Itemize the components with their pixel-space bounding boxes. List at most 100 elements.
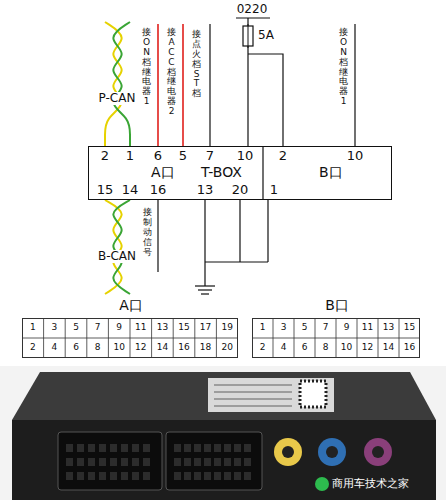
label-print xyxy=(214,398,292,400)
housing-front xyxy=(12,420,436,500)
label-print xyxy=(214,384,292,386)
pin-cavity xyxy=(204,444,211,452)
pin-cavity xyxy=(143,458,150,466)
supply-bar xyxy=(236,17,270,18)
table-cell: 20 xyxy=(221,343,232,353)
table-cell: 13 xyxy=(157,323,168,333)
pin-cavity xyxy=(174,444,181,452)
pin-cavity xyxy=(194,458,201,466)
wechat-icon xyxy=(315,477,329,491)
port-label: B口 xyxy=(319,164,343,182)
pin-cavity xyxy=(77,472,84,480)
pin-cavity xyxy=(110,458,117,466)
table-cell: 1 xyxy=(30,323,36,333)
on-wire xyxy=(354,24,355,146)
pin-cavity xyxy=(143,472,150,480)
bus-name: P-CAN xyxy=(97,92,138,105)
table-cell: 6 xyxy=(302,343,308,353)
connector-housing xyxy=(166,432,262,490)
qr-code xyxy=(300,381,326,407)
pin-cavity xyxy=(121,472,128,480)
pin-cavity xyxy=(224,472,231,480)
pin-cavity xyxy=(204,458,211,466)
fakra-connector xyxy=(274,438,302,466)
table-cell: 19 xyxy=(221,323,232,333)
pin-cavity xyxy=(88,472,95,480)
pin-number: 2 xyxy=(279,149,287,163)
housing-top xyxy=(12,372,436,420)
table-heading: A口 xyxy=(119,297,143,315)
ground-wire xyxy=(204,200,205,286)
fuse-element xyxy=(248,24,249,48)
pin-cavity xyxy=(184,444,191,452)
table-cell: 16 xyxy=(178,343,189,353)
pin-number: 10 xyxy=(237,149,254,163)
pin-number: 5 xyxy=(179,149,187,163)
table-cell: 17 xyxy=(200,323,211,333)
pin-number: 10 xyxy=(347,149,364,163)
ground-bus xyxy=(205,261,268,262)
photo-ground xyxy=(0,366,446,500)
pin-cavity xyxy=(204,472,211,480)
table-cell: 2 xyxy=(260,343,266,353)
pin-cavity xyxy=(66,472,73,480)
table-cell: 5 xyxy=(302,323,308,333)
pin-cavity xyxy=(244,444,251,452)
table-cell: 4 xyxy=(281,343,287,353)
pin-cavity xyxy=(214,458,221,466)
table-cell: 6 xyxy=(73,343,79,353)
pin-number: 15 xyxy=(97,183,114,197)
fakra-socket xyxy=(282,446,294,458)
pin-number: 14 xyxy=(122,183,139,197)
supply-branch xyxy=(248,54,283,146)
table-cell: 1 xyxy=(260,323,266,333)
pin-cavity xyxy=(224,458,231,466)
pin-cavity xyxy=(66,444,73,452)
product-label xyxy=(208,378,334,412)
signal-name: 接点火档ST档 xyxy=(192,30,201,99)
fakra-connector xyxy=(318,438,346,466)
box-divider xyxy=(262,146,263,200)
pin-cavity xyxy=(224,444,231,452)
table-cell: 12 xyxy=(135,343,146,353)
pin-cavity xyxy=(77,444,84,452)
pin-number: 2 xyxy=(101,149,109,163)
port-label: A口 xyxy=(151,164,175,182)
table-grid xyxy=(252,338,420,339)
acc-wire xyxy=(182,24,184,146)
table-cell: 11 xyxy=(362,323,373,333)
table-cell: 15 xyxy=(178,323,189,333)
signal-name: 接ON档继电器1 xyxy=(339,28,348,107)
table-cell: 15 xyxy=(404,323,415,333)
table-cell: 2 xyxy=(30,343,36,353)
supply-label: 0220 xyxy=(237,3,268,16)
table-heading: B口 xyxy=(325,297,349,315)
table-cell: 4 xyxy=(52,343,58,353)
pin-number: 16 xyxy=(150,183,167,197)
pin-cavity xyxy=(174,458,181,466)
pin-cavity xyxy=(234,444,241,452)
table-cell: 10 xyxy=(113,343,124,353)
ground-symbol xyxy=(195,285,215,286)
brake-wire xyxy=(157,200,158,272)
pin-cavity xyxy=(214,444,221,452)
fakra-socket xyxy=(326,446,338,458)
label-print xyxy=(214,405,292,407)
table-cell: 11 xyxy=(135,323,146,333)
ground-wire xyxy=(239,200,240,262)
table-cell: 9 xyxy=(344,323,350,333)
pin-cavity xyxy=(234,458,241,466)
supply-wire xyxy=(247,18,248,146)
p-can-wire xyxy=(113,22,130,146)
pin-cavity xyxy=(121,458,128,466)
table-cell: 3 xyxy=(52,323,58,333)
pin-cavity xyxy=(174,472,181,480)
pin-cavity xyxy=(99,472,106,480)
ground-wire xyxy=(267,200,268,262)
pin-cavity xyxy=(110,444,117,452)
pin-cavity xyxy=(194,472,201,480)
pin-cavity xyxy=(244,472,251,480)
signal-name: 接ACC档继电器2 xyxy=(167,28,176,117)
pin-number: 13 xyxy=(197,183,214,197)
